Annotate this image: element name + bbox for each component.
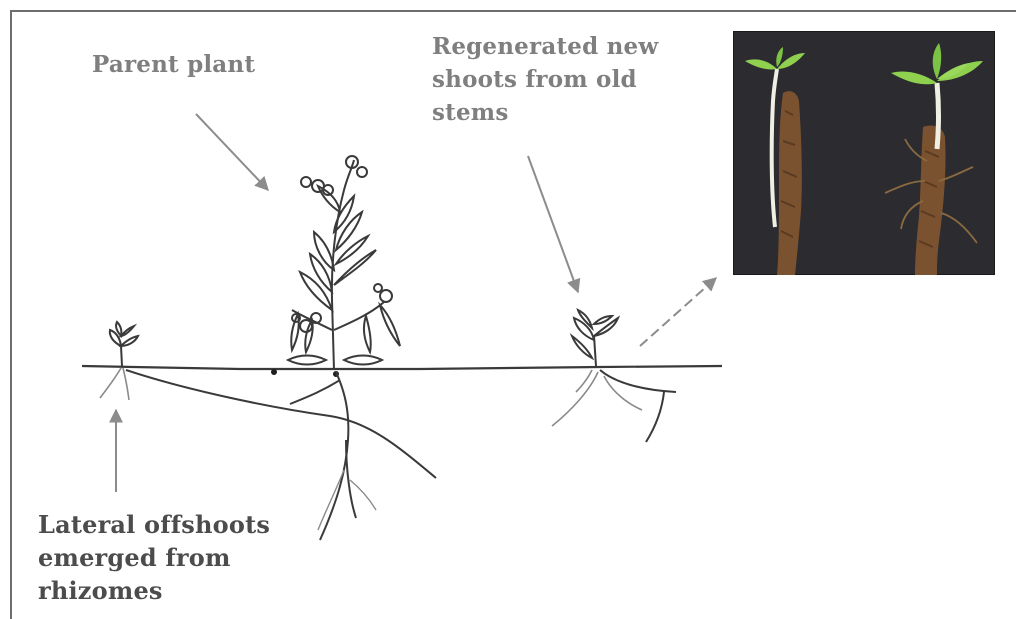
arrow-regenerated-shoots [528, 156, 578, 292]
right-new-shoot [937, 83, 939, 149]
parent-plant [288, 156, 400, 370]
regenerated-plant [572, 310, 676, 442]
parent-plant-roots [290, 372, 356, 540]
rhizome-left [126, 370, 436, 478]
ground-line [82, 366, 722, 369]
arrow-to-photo [640, 278, 716, 346]
arrow-parent-plant [196, 114, 268, 190]
parent-plant-dots [271, 369, 339, 377]
left-offshoot-roots [100, 368, 129, 400]
regenerated-shoots-photo [733, 31, 995, 275]
regenerated-plant-fine-roots [552, 370, 642, 426]
left-offshoot-plant [110, 322, 138, 366]
